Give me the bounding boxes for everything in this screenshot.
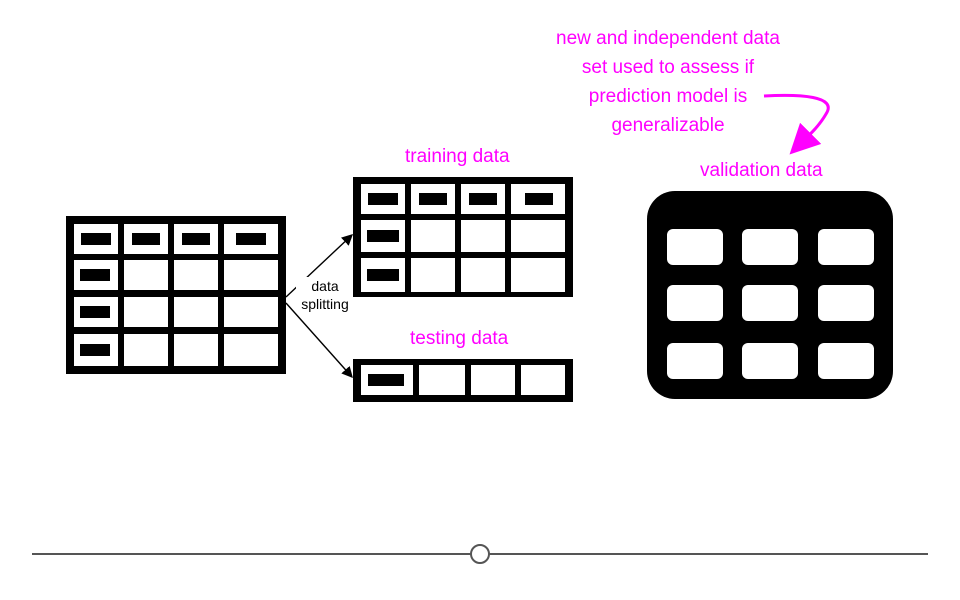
testing-data-table [353,359,573,402]
table-cell [124,297,168,327]
progress-slider[interactable] [32,542,928,566]
full-dataset-table [66,216,286,374]
header-chip [182,233,210,245]
table-cell [742,343,798,379]
header-chip [132,233,160,245]
table-cell [124,260,168,290]
validation-data-table [647,191,893,399]
table-cell [461,258,505,292]
table-cell [411,220,455,252]
validation-curved-arrow [763,93,830,155]
testing-data-label: testing data [410,328,509,349]
table-cell [511,258,565,292]
header-chip [236,233,266,245]
header-chip [419,193,447,205]
table-cell [818,285,874,321]
table-cell [818,343,874,379]
row-key-chip [80,344,110,356]
row-key-chip [80,269,110,281]
table-cell [667,229,723,265]
table-cell [224,297,278,327]
table-cell [742,285,798,321]
table-cell [818,229,874,265]
table-cell [224,260,278,290]
split-label-line2: splitting [301,296,349,312]
split-label-line1: data [311,278,339,294]
table-cell [521,365,565,395]
validation-note: new and independent data set used to ass… [530,24,806,140]
row-key-chip [367,269,399,281]
data-splitting-label: data splitting [296,277,354,313]
table-cell [667,285,723,321]
slider-thumb[interactable] [470,544,490,564]
header-chip [368,193,398,205]
validation-note-line: generalizable [611,115,725,136]
row-key-chip [367,230,399,242]
header-chip [469,193,497,205]
table-cell [667,343,723,379]
validation-data-label: validation data [700,160,823,181]
table-cell [419,365,465,395]
training-data-table [353,177,573,297]
validation-note-line: new and independent data [556,28,780,49]
table-cell [511,220,565,252]
table-cell [461,220,505,252]
validation-note-line: prediction model is [588,86,748,107]
row-key-chip [80,306,110,318]
table-cell [742,229,798,265]
table-cell [224,334,278,366]
table-cell [174,334,218,366]
row-key-chip [368,374,404,386]
arrow-to-testing [285,302,353,379]
training-data-label: training data [405,146,510,167]
header-chip [81,233,111,245]
table-cell [124,334,168,366]
table-cell [411,258,455,292]
validation-note-line: set used to assess if [581,57,755,78]
table-cell [174,297,218,327]
table-cell [174,260,218,290]
header-chip [525,193,553,205]
table-cell [471,365,515,395]
